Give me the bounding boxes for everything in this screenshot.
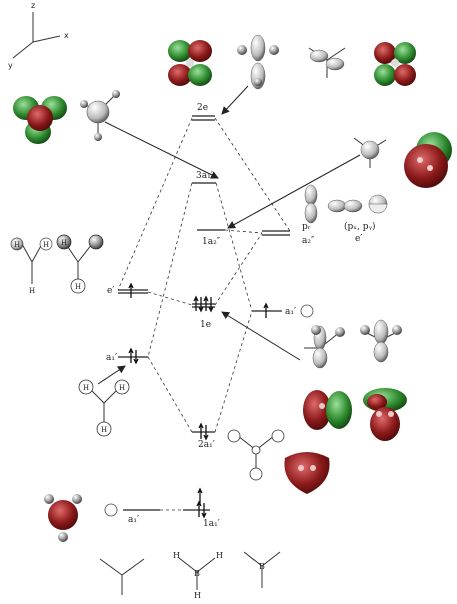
molecule-icon	[227, 429, 285, 481]
axis-y-label: y	[8, 61, 13, 70]
label-a1p-right: a₁′	[285, 307, 296, 317]
orbital-lobe-icon	[303, 390, 352, 430]
arrow-icon	[221, 311, 301, 361]
atom-label: H	[216, 551, 223, 560]
label-a1p-bottom: a₁′	[128, 515, 139, 525]
arrow-icon	[97, 365, 126, 385]
orbital-lobe-icon	[327, 199, 363, 213]
molecule-icon	[99, 558, 145, 595]
atom-label: H	[173, 551, 180, 560]
label-1a2: 1a₂″	[202, 237, 221, 247]
label-pxpy: (pₓ, pᵧ)	[344, 221, 375, 232]
label-eprime-left: e′	[107, 286, 114, 296]
molecule-icon	[360, 319, 402, 363]
molecule-icon	[353, 137, 387, 168]
label-2e: 2e	[197, 103, 208, 113]
arrows	[97, 85, 361, 385]
orbital-lobe-icon	[363, 388, 407, 441]
orbital-lobe-icon	[44, 494, 82, 542]
molecule-icon: H H B H	[173, 551, 223, 600]
arrow-icon	[227, 154, 361, 229]
atom-label: B	[194, 569, 200, 578]
atom-label: H	[14, 241, 20, 249]
axis-z-label: z	[31, 1, 35, 10]
correlation-lines	[117, 117, 291, 511]
axis-x-label: x	[64, 31, 69, 40]
label-pz: pᵣ	[302, 222, 311, 232]
atom-label: H	[29, 287, 35, 295]
molecule-icon: H H	[56, 234, 104, 294]
molecule-icon: H H H	[78, 379, 130, 437]
orbital-lobe-icon	[404, 132, 452, 188]
arrow-icon	[221, 85, 249, 115]
molecule-icon: H H H	[10, 237, 53, 295]
atom-label: H	[101, 426, 107, 434]
orbital-lobe-icon	[104, 503, 118, 517]
label-a2pp-fragment: a₂″	[302, 236, 315, 246]
orbital-lobe-icon	[284, 452, 330, 494]
molecule-icon	[237, 34, 279, 90]
label-1e: 1e	[200, 320, 211, 330]
atom-label: H	[83, 384, 89, 392]
orbital-lobe-icon	[168, 40, 212, 86]
label-1a1: 1a₁′	[203, 519, 220, 529]
fragment-labels: pᵣ a₂″ (pₓ, pᵧ) e′ a₁′ e′ a₁′ a₁′	[106, 221, 375, 525]
level-labels: 2e 3a₁′ 1a₂″ 1e 2a₁′ 1a₁′	[196, 103, 221, 529]
label-a1p-left: a₁′	[106, 353, 117, 363]
orbital-lobe-icon	[304, 184, 318, 224]
label-2a1: 2a₁′	[198, 440, 215, 450]
arrow-icon	[104, 121, 219, 179]
atom-label: B	[259, 562, 265, 571]
atom-label: H	[194, 591, 201, 599]
atom-label: H	[75, 283, 81, 291]
label-3a1: 3a₁′	[196, 171, 213, 181]
molecule-icon	[304, 325, 345, 369]
molecule-icon	[80, 90, 120, 141]
orbital-lobe-icon	[300, 304, 314, 318]
coordinate-axes-icon: z x y	[8, 1, 69, 70]
label-eprime-right: e′	[355, 234, 362, 244]
orbital-lobe-icon	[374, 42, 416, 86]
atom-label: H	[119, 384, 125, 392]
orbital-lobe-icon	[368, 194, 388, 214]
molecule-icon: B	[243, 551, 281, 588]
electron-arrows	[128, 282, 269, 519]
atom-label: H	[61, 239, 67, 247]
atom-label: H	[43, 241, 49, 249]
orbital-lobe-icon	[13, 96, 67, 144]
molecule-icon	[308, 47, 346, 78]
